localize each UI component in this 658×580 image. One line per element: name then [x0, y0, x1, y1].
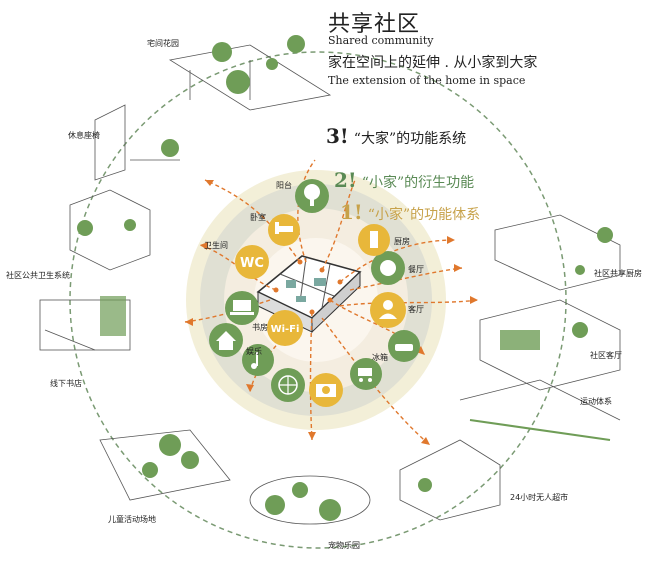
- wifi-icon-text: Wi-Fi: [271, 324, 300, 335]
- level-2-text: “小家”的衍生功能: [361, 175, 475, 191]
- rooftop-garden-scene: [168, 35, 332, 111]
- wc-icon-text: WC: [240, 256, 264, 271]
- bookstore-scene: [39, 296, 131, 351]
- label-bedroom: 卧室: [250, 213, 266, 222]
- label-living: 客厅: [408, 305, 424, 314]
- label-community-toilet: 社区公共卫生系统: [6, 271, 70, 280]
- label-supermarket: 24小时无人超市: [510, 493, 569, 502]
- router-icon: [388, 330, 420, 362]
- level-1-text: “小家”的功能体系: [367, 207, 481, 223]
- music-icon: [242, 344, 274, 376]
- kids-playground-scene: [99, 429, 231, 501]
- subtitle-cn: 家在空间上的延伸 . 从小家到大家: [328, 55, 538, 71]
- wifi-icon: Wi-Fi: [267, 310, 303, 346]
- sports-track-scene: [459, 379, 621, 441]
- level-3-num: 3!: [326, 124, 349, 148]
- label-dining: 餐厅: [408, 265, 424, 274]
- label-pet-park: 宠物乐园: [328, 541, 360, 550]
- label-shared-kitchen: 社区共享厨房: [594, 269, 642, 278]
- label-kids-playground: 儿童活动场地: [108, 515, 156, 524]
- shared-kitchen-scene: [494, 214, 621, 291]
- label-balcony: 阳台: [276, 181, 292, 190]
- kitchen-bottle-icon: [358, 224, 390, 256]
- globe-icon: [271, 368, 305, 402]
- level-2-label: 2! “小家”的衍生功能: [334, 168, 474, 192]
- label-study: 书房: [252, 323, 268, 332]
- level-1-label: 1! “小家”的功能体系: [340, 200, 480, 224]
- level-3-text: “大家”的功能系统: [353, 131, 467, 147]
- arrow-heads: [185, 180, 478, 445]
- title-cn: 共享社区: [328, 12, 421, 37]
- community-living-room-scene: [479, 299, 621, 391]
- balcony-tree-icon: [295, 179, 329, 213]
- level-3-label: 3! “大家”的功能系统: [326, 124, 466, 148]
- level-2-num: 2!: [334, 168, 357, 192]
- dining-plate-icon: [371, 251, 405, 285]
- community-toilet-scene: [69, 189, 151, 271]
- laptop-icon: [225, 291, 259, 325]
- label-fridge: 冰箱: [372, 353, 388, 362]
- level-1-num: 1!: [340, 200, 363, 224]
- pet-park-scene: [249, 475, 371, 525]
- label-sports-system: 运动体系: [580, 397, 612, 406]
- person-icon: [370, 292, 406, 328]
- label-community-living-room: 社区客厅: [590, 351, 622, 360]
- label-rooftop-garden: 宅间花园: [147, 39, 179, 48]
- subtitle-en: The extension of the home in space: [328, 74, 526, 87]
- label-kitchen: 厨房: [394, 237, 410, 246]
- home-icon: [209, 323, 243, 357]
- label-bookstore: 线下书店: [50, 379, 82, 388]
- supermarket-scene: [399, 439, 501, 521]
- label-rest-seating: 休息座椅: [68, 131, 100, 140]
- title-en: Shared community: [328, 34, 434, 47]
- label-entertainment: 娱乐: [246, 347, 262, 356]
- camera-icon: [309, 373, 343, 407]
- bedroom-icon: [268, 214, 300, 246]
- label-bathroom: 卫生间: [204, 241, 228, 250]
- cart-icon: [350, 358, 382, 390]
- wc-icon: WC: [235, 245, 269, 279]
- rest-seating-scene: [94, 104, 180, 181]
